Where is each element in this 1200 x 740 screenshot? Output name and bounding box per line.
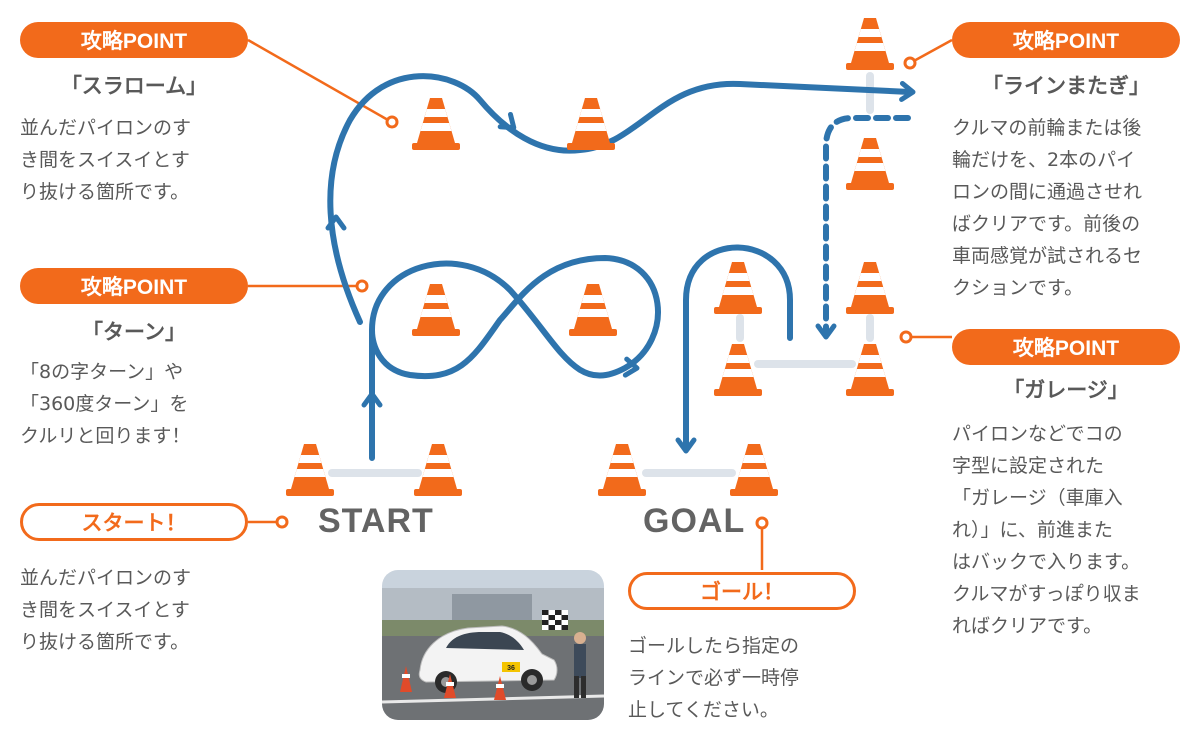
pylon <box>412 284 460 336</box>
course-path <box>327 73 913 461</box>
course-photo: 36 <box>382 570 604 720</box>
garage-badge: 攻略POINT <box>952 329 1180 365</box>
goal-badge: ゴール！ <box>628 572 856 610</box>
pylon <box>846 262 894 314</box>
pylon <box>714 344 762 396</box>
start-label: START <box>318 502 434 540</box>
turn-desc: 「8の字ターン」や「360度ターン」をクルリと回ります！ <box>20 361 191 447</box>
pylon <box>846 18 894 70</box>
pylon <box>567 98 615 150</box>
pylon <box>286 444 334 496</box>
pylon <box>714 262 762 314</box>
line-cross-title: 「ラインまたぎ」 <box>982 74 1150 98</box>
slalom-desc: 並んだパイロンのすき間をスイスイとすり抜ける箇所です。 <box>20 117 192 203</box>
callout-lines <box>247 38 953 570</box>
goal-desc: ゴールしたら指定のラインで必ず一時停止してください。 <box>628 635 800 721</box>
garage-title: 「ガレージ」 <box>1003 378 1129 402</box>
pylon <box>412 98 460 150</box>
turn-title: 「ターン」 <box>82 320 186 344</box>
pylon <box>730 444 778 496</box>
pylon <box>846 344 894 396</box>
car-number: 36 <box>507 665 515 672</box>
callout-dots <box>275 56 917 530</box>
pylon <box>569 284 617 336</box>
slalom-badge: 攻略POINT <box>20 22 248 58</box>
pylon <box>598 444 646 496</box>
course-photo-illustration: 36 <box>382 570 604 720</box>
line-cross-desc: クルマの前輪または後輪だけを、2本のパイロンの間に通過させれ ばクリアです。前後… <box>952 117 1143 299</box>
turn-badge: 攻略POINT <box>20 268 248 304</box>
garage-desc: パイロンなどでコの字型に設定された「ガレージ（車庫入 れ）」に、前進またはバック… <box>952 423 1141 637</box>
slalom-title: 「スラローム」 <box>60 74 208 98</box>
goal-label: GOAL <box>643 502 746 540</box>
start-desc: 並んだパイロンのすき間をスイスイとすり抜ける箇所です。 <box>20 567 192 653</box>
pylon <box>846 138 894 190</box>
pylon <box>414 444 462 496</box>
line-cross-badge: 攻略POINT <box>952 22 1180 58</box>
start-badge: スタート！ <box>20 503 248 541</box>
